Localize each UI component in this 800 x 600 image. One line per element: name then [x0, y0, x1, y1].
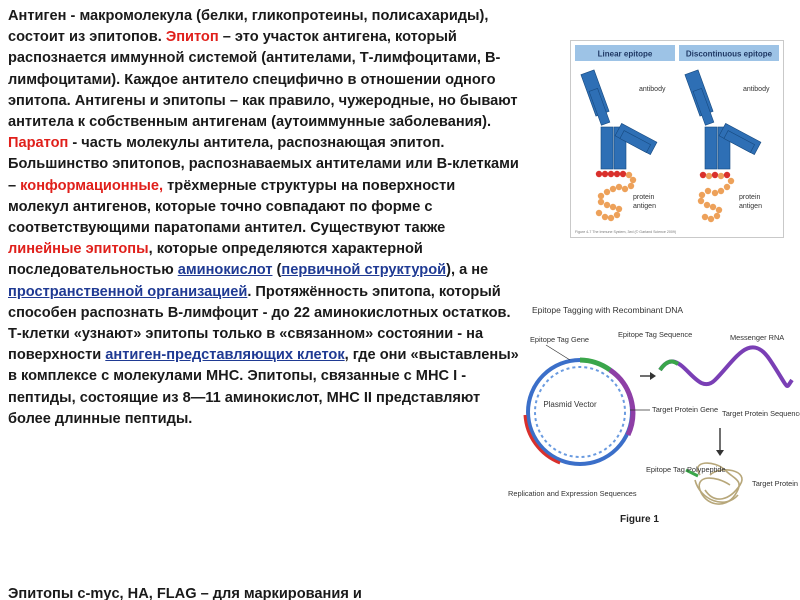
term-conformational: конформационные,	[20, 177, 164, 194]
figure-epitope-tagging: Epitope Tagging with Recombinant DNA Pla…	[500, 300, 800, 532]
svg-text:Plasmid Vector: Plasmid Vector	[543, 400, 597, 409]
svg-text:Replication and Expression Seq: Replication and Expression Sequences	[508, 489, 637, 498]
link-antigen-presenting-cells[interactable]: антиген-представляющих клеток	[105, 347, 345, 364]
term-epitope: Эпитоп	[165, 29, 219, 46]
discontinuous-header-bar	[679, 45, 779, 61]
paragraph-tags-cut: Эпитопы c-myc, HA, FLAG – для маркирован…	[8, 586, 362, 600]
antibody-icon	[580, 69, 658, 170]
svg-text:Target Protein Gene: Target Protein Gene	[652, 405, 718, 414]
tagging-diagram: Epitope Tagging with Recombinant DNA Pla…	[508, 305, 800, 525]
plasmid-icon	[523, 357, 636, 466]
svg-text:Target Protein Sequence: Target Protein Sequence	[722, 409, 800, 418]
term-paratope: Паратоп	[8, 135, 69, 152]
svg-text:Epitope Tag Gene: Epitope Tag Gene	[530, 335, 589, 344]
svg-text:antigen: antigen	[739, 203, 762, 210]
antigen-icon	[595, 171, 637, 222]
link-primary-structure[interactable]: первичной структурой	[281, 262, 447, 279]
discontinuous-epitope-label: Discontinuous epitope	[686, 50, 773, 59]
paragraph-paratope: Паратоп - часть молекулы антитела, распо…	[8, 135, 445, 152]
main-text: Антиген - макромолекула (белки, гликопро…	[8, 6, 520, 430]
svg-text:antigen: antigen	[633, 203, 656, 210]
svg-text:Target Protein: Target Protein	[752, 479, 798, 488]
mrna-icon	[658, 345, 794, 388]
svg-text:Messenger RNA: Messenger RNA	[730, 333, 784, 342]
antibody-icon-2	[684, 69, 762, 170]
antigen-icon-2	[697, 171, 735, 223]
figure-1-label: Figure 1	[620, 514, 659, 525]
protein-icon	[694, 462, 743, 505]
paragraph-antigen: Антиген - макромолекула (белки, гликопро…	[8, 8, 518, 131]
epitope-diagram: Linear epitope Discontinuous epitope ant…	[575, 45, 779, 234]
link-spatial-organization[interactable]: пространственной организацией	[8, 283, 248, 300]
svg-text:Epitope Tag Sequence: Epitope Tag Sequence	[618, 330, 692, 339]
linear-epitope-icon	[595, 170, 627, 178]
paragraph-t-cells: Т-клетки «узнают» эпитопы только в «связ…	[8, 326, 519, 427]
svg-text:antibody: antibody	[743, 86, 770, 93]
link-amino-acids[interactable]: аминокислот	[177, 262, 273, 279]
svg-text:antibody: antibody	[639, 86, 666, 93]
linear-header-bar	[575, 45, 675, 61]
svg-text:protein: protein	[633, 194, 655, 201]
figure-caption: Figure 4-7 The Immune System, 3ed (© Gar…	[575, 230, 676, 234]
tagging-title: Epitope Tagging with Recombinant DNA	[532, 305, 683, 315]
term-linear-epitopes: линейные эпитопы	[8, 241, 149, 258]
figure-epitope-types: Linear epitope Discontinuous epitope ant…	[570, 40, 784, 238]
svg-text:Epitope Tag Polypeptide: Epitope Tag Polypeptide	[646, 465, 726, 474]
svg-text:protein: protein	[739, 194, 761, 201]
linear-epitope-label: Linear epitope	[598, 50, 653, 59]
paragraph-conformational: Большинство эпитопов, распознаваемых ант…	[8, 156, 519, 321]
